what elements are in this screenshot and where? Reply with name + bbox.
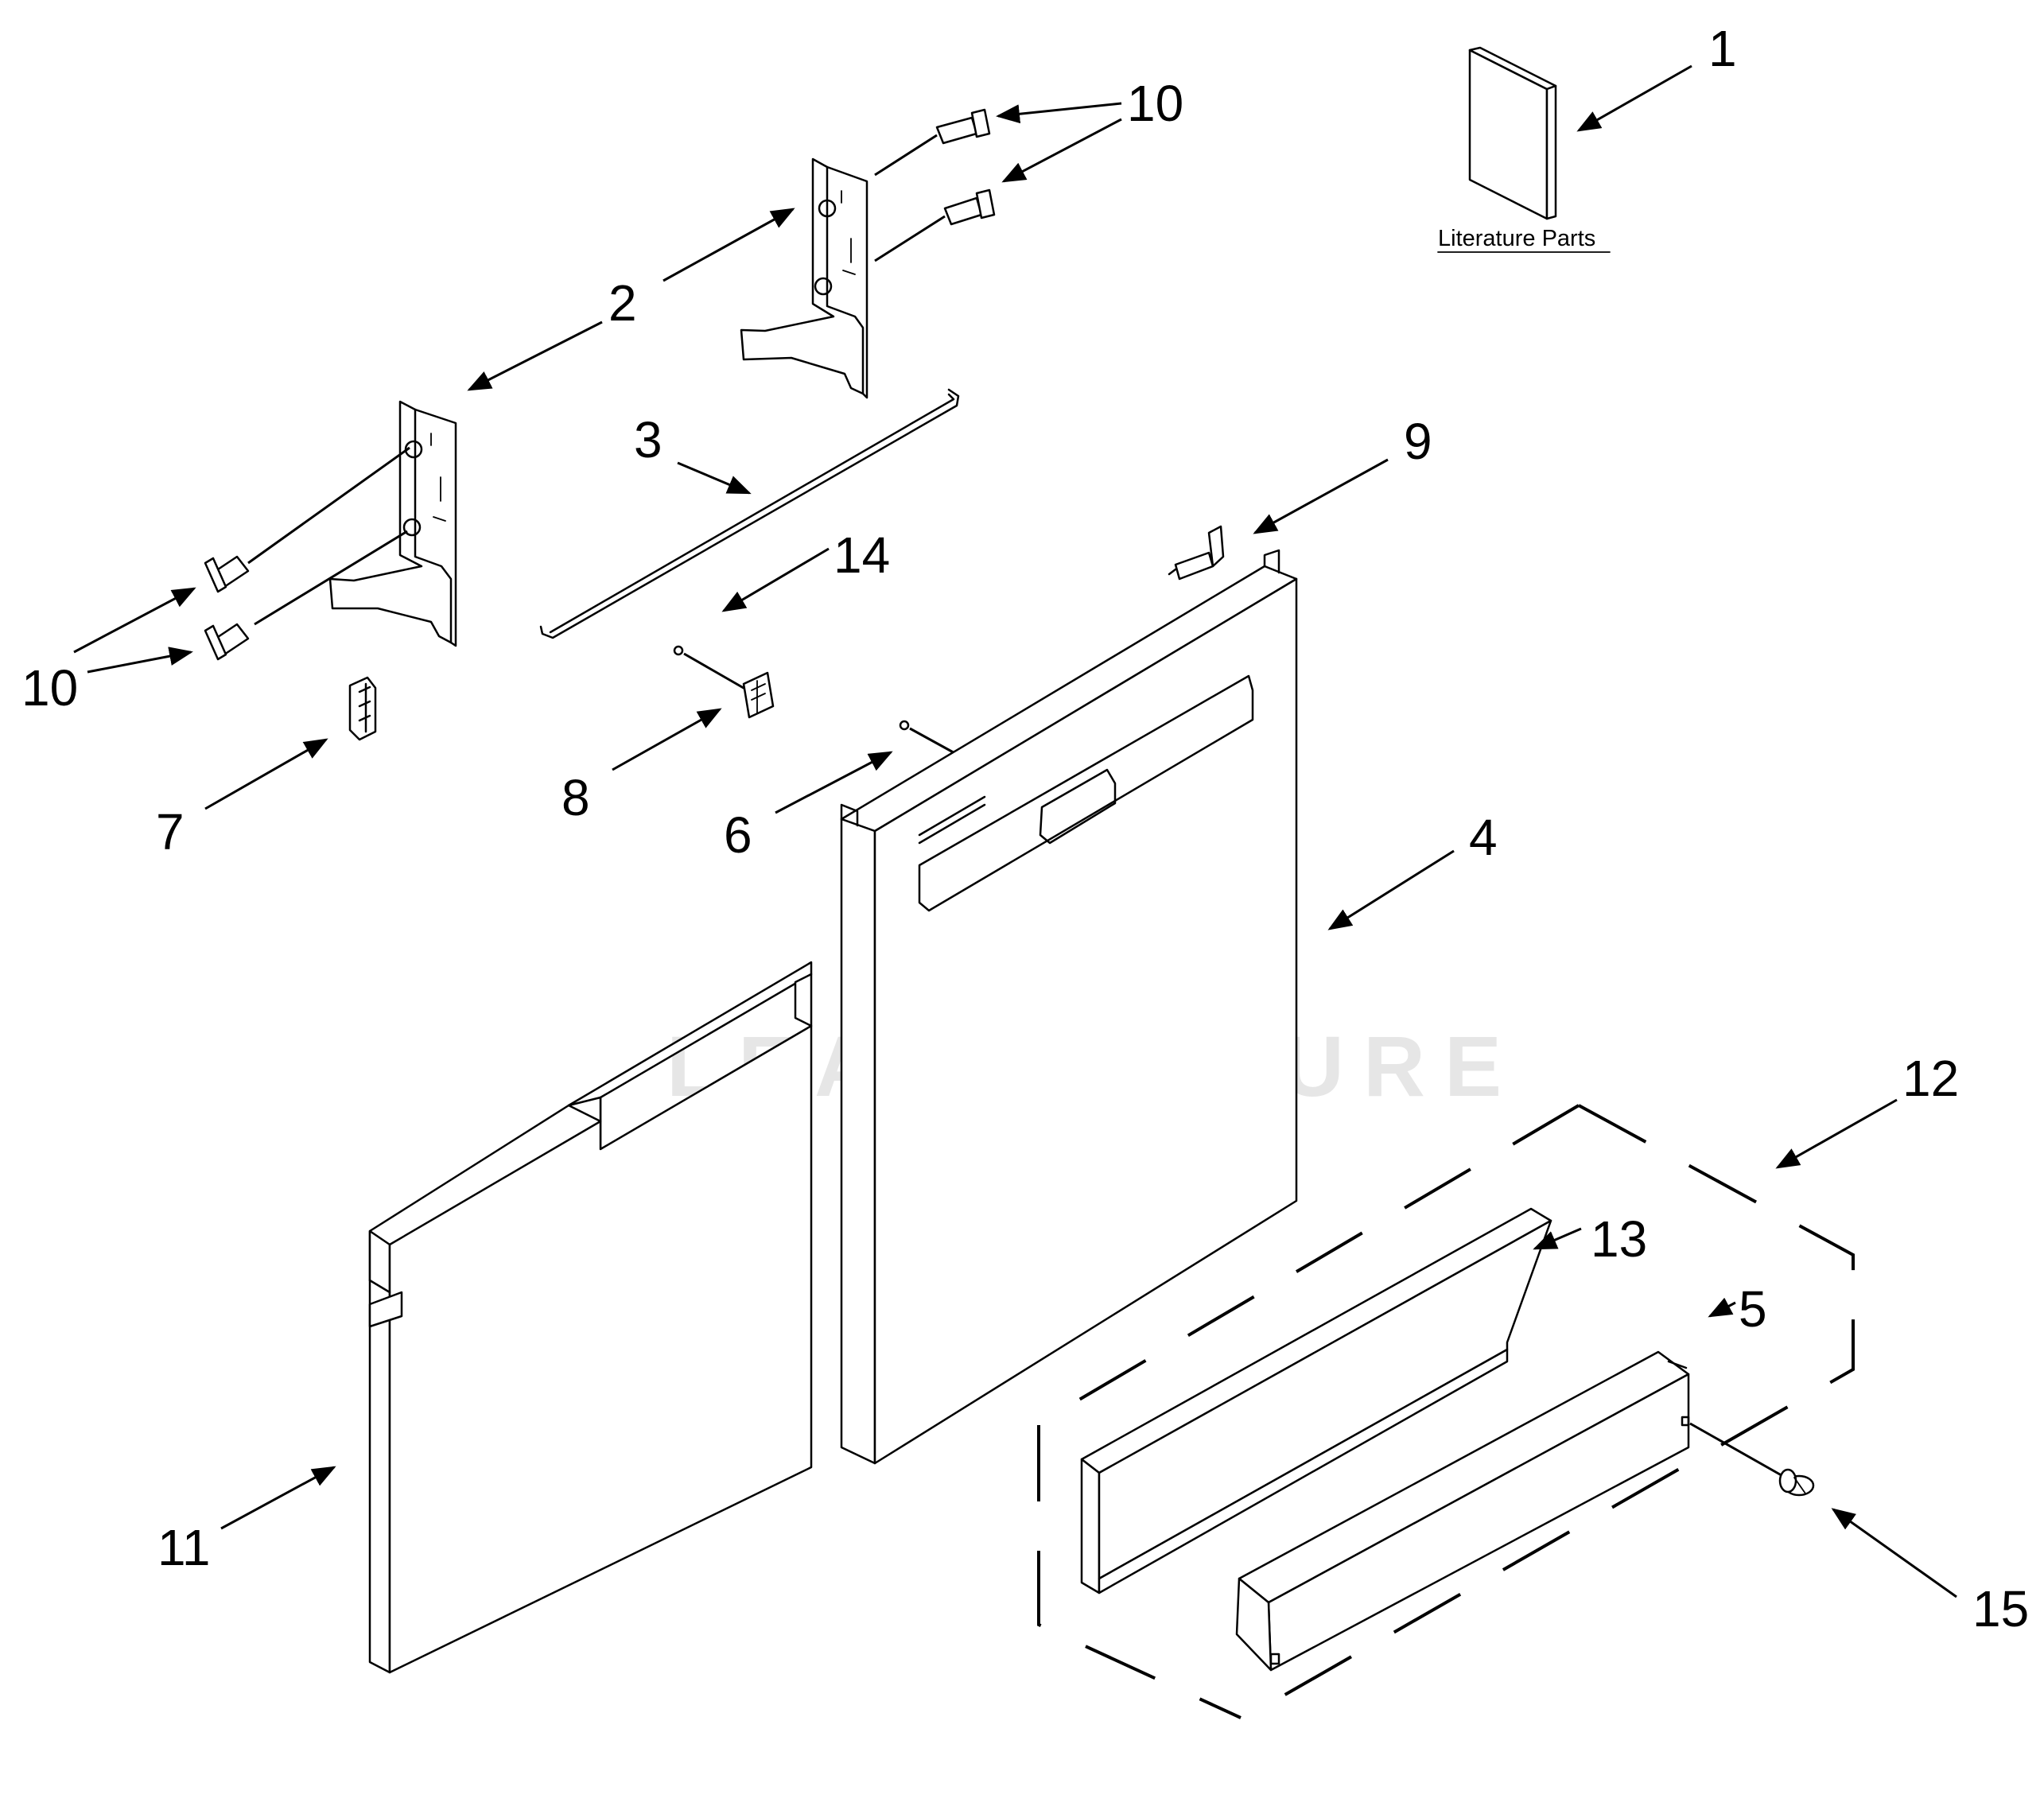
callout-3: 3 <box>634 411 663 468</box>
small-screw <box>673 645 748 692</box>
toe-kick-cover <box>1080 1207 1552 1594</box>
assembly-outline <box>1037 1104 1855 1719</box>
leader-11 <box>220 1466 336 1530</box>
callout-2: 2 <box>608 274 637 332</box>
leader-5 <box>1708 1297 1736 1318</box>
leader-10b <box>1001 118 1122 183</box>
outer-door-panel <box>840 549 1298 1465</box>
callout-5: 5 <box>1739 1280 1767 1338</box>
leader-12 <box>1775 1098 1898 1169</box>
leader-3 <box>677 461 752 495</box>
leader-10c <box>73 587 196 654</box>
callout-8: 8 <box>562 769 590 826</box>
leader-10a <box>996 102 1122 124</box>
side-panel <box>368 961 813 1674</box>
leader-arrows <box>73 64 1957 1598</box>
leader-4 <box>1327 849 1455 930</box>
callout-10-lower: 10 <box>21 659 78 717</box>
toe-kick-screw <box>1689 1422 1815 1497</box>
latch-bracket <box>742 671 775 719</box>
toe-kick-bracket <box>1235 1350 1690 1672</box>
leader-14 <box>721 547 830 612</box>
leader-8 <box>612 708 722 771</box>
callout-1: 1 <box>1708 20 1737 77</box>
leader-6 <box>775 751 893 814</box>
callout-13: 13 <box>1591 1210 1647 1268</box>
leader-7 <box>204 738 328 810</box>
screw-lower-1 <box>204 446 410 593</box>
callout-7: 7 <box>156 803 185 860</box>
callout-6: 6 <box>724 806 752 864</box>
callout-9: 9 <box>1404 413 1432 470</box>
hinge-bracket-upper <box>740 157 869 399</box>
literature-parts-caption: Literature Parts <box>1438 226 1595 251</box>
screw-upper-2 <box>874 188 996 262</box>
leader-15 <box>1831 1508 1957 1598</box>
callout-10-upper: 10 <box>1127 75 1183 132</box>
screw-lower-2 <box>204 530 408 661</box>
leader-9 <box>1253 458 1389 534</box>
door-clip <box>1168 525 1225 581</box>
literature-parts-booklet <box>1437 46 1611 253</box>
leader-2a <box>663 208 795 282</box>
callout-12: 12 <box>1902 1050 1959 1107</box>
leader-13 <box>1533 1227 1582 1250</box>
leader-10d <box>87 647 193 674</box>
callout-15: 15 <box>1972 1580 2029 1637</box>
screw-upper-1 <box>874 108 991 177</box>
hinge-bracket-lower <box>328 400 457 647</box>
leader-2b <box>467 320 603 391</box>
callout-14: 14 <box>834 526 890 584</box>
callout-11: 11 <box>157 1519 210 1576</box>
guide-slide <box>348 676 377 741</box>
callout-4: 4 <box>1469 809 1498 866</box>
door-rod <box>539 388 960 639</box>
leader-1 <box>1576 64 1692 132</box>
